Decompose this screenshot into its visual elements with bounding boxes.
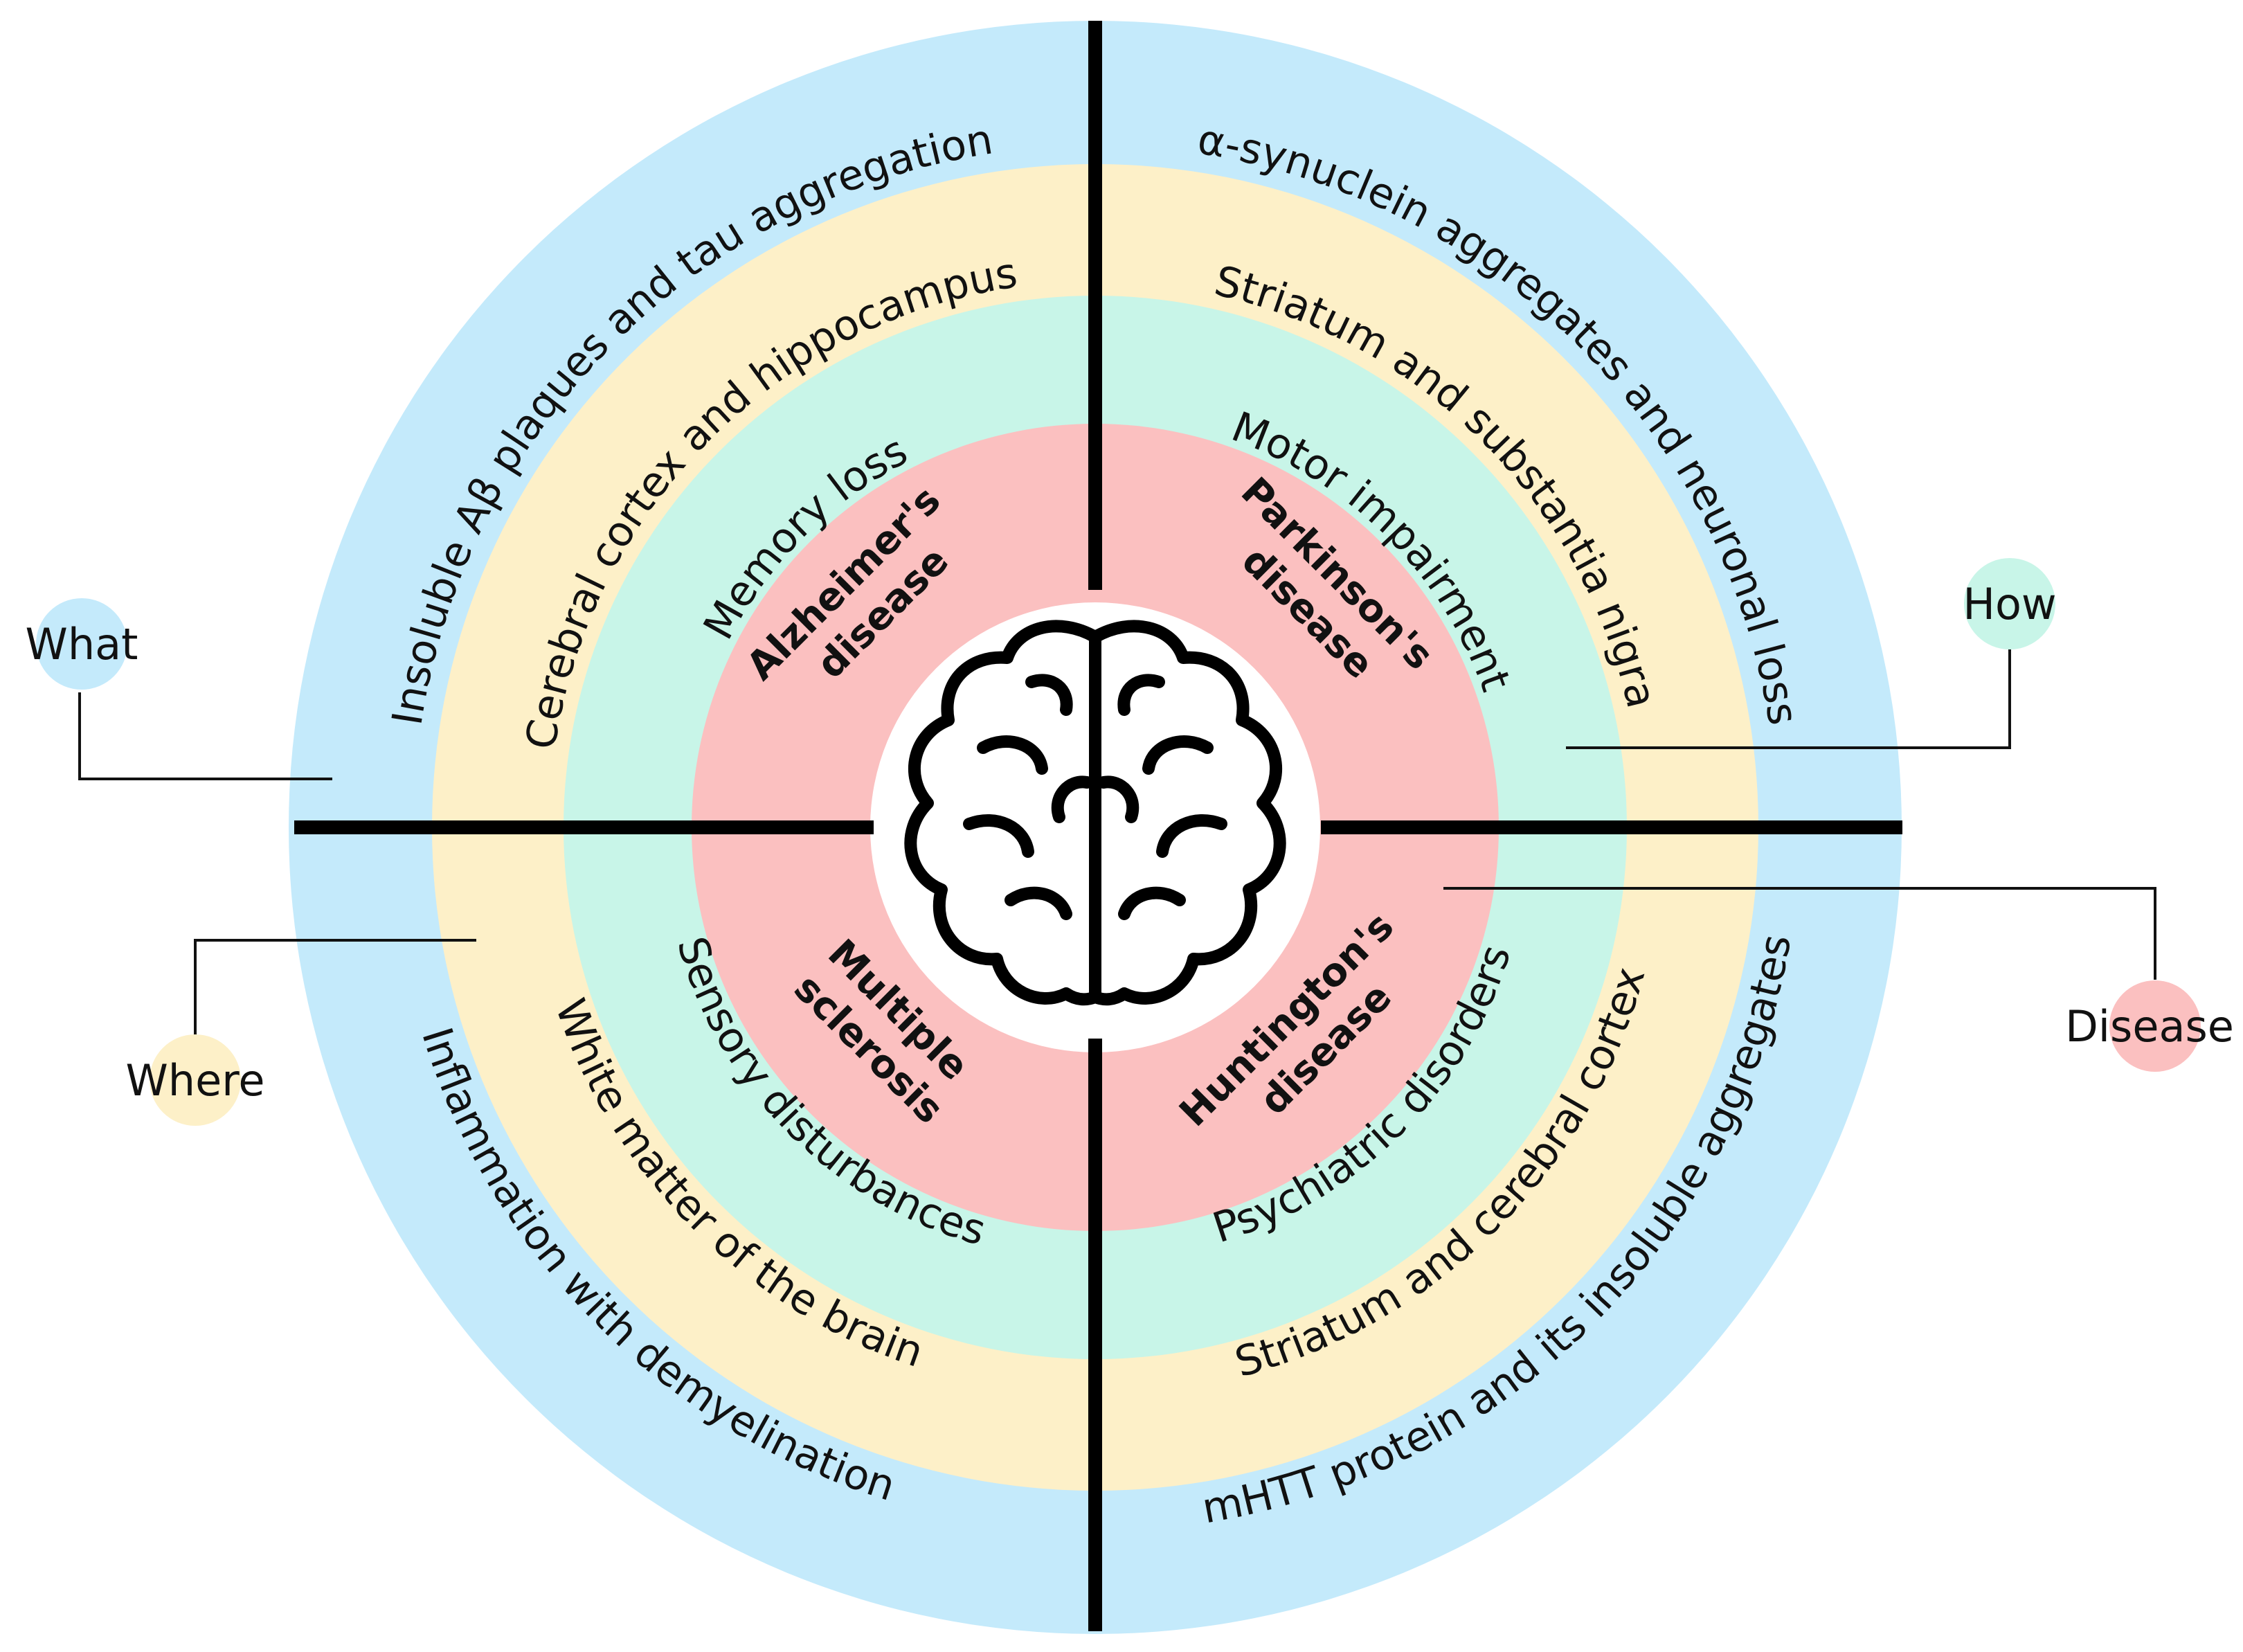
legend-what-dot xyxy=(36,598,127,690)
legend-how-label: How xyxy=(1963,579,2056,629)
brain-icon xyxy=(904,620,1286,1006)
legend-what: What xyxy=(26,598,332,780)
legend-disease-label: Disease xyxy=(2065,1001,2234,1052)
legend-disease-dot xyxy=(2109,980,2201,1072)
legend-disease: Disease xyxy=(1443,887,2234,1072)
legend-where-dot xyxy=(150,1034,241,1126)
legend-where: Where xyxy=(125,939,476,1126)
legend-what-label: What xyxy=(26,619,138,670)
legend-how-dot xyxy=(1964,558,2055,649)
legend-where-label: Where xyxy=(125,1055,264,1106)
legend-how: How xyxy=(1566,558,2057,749)
